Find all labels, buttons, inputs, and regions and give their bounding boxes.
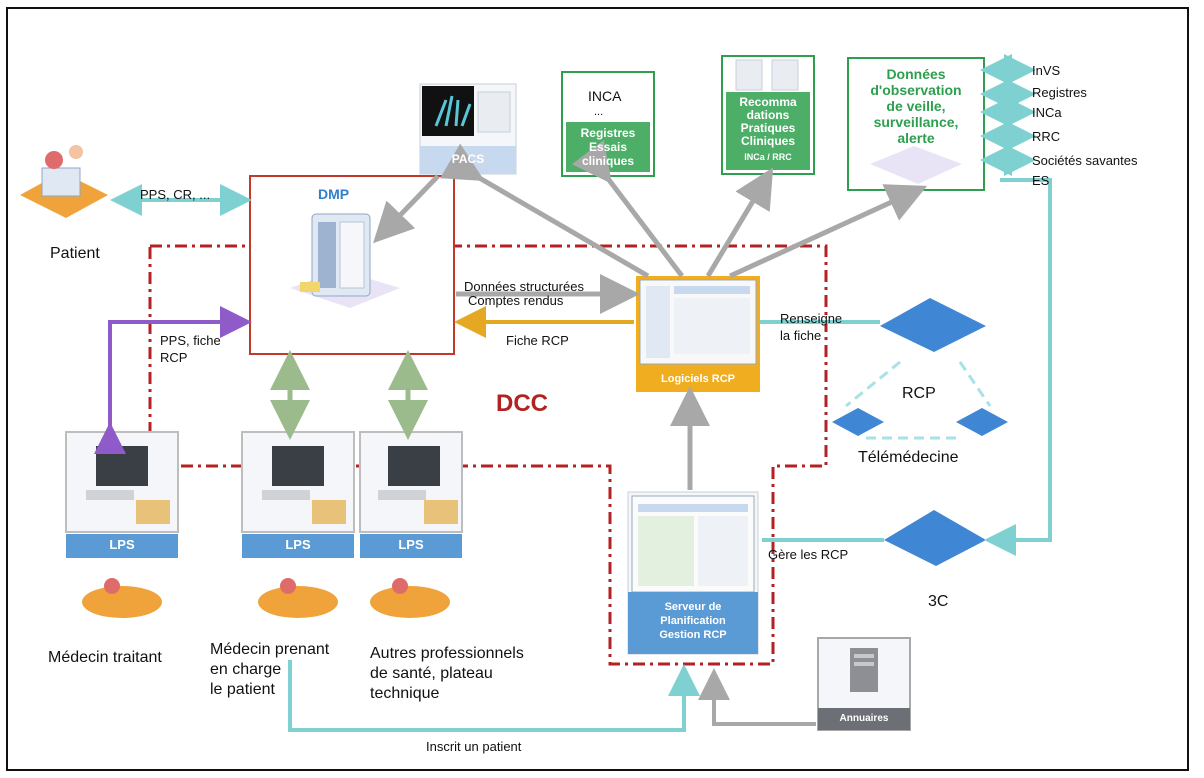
lps-card-3: [359, 431, 463, 618]
arrow-reco-rcp: [705, 167, 774, 278]
flow-fiche-rcp: Fiche RCP: [506, 333, 569, 348]
rcp-meeting-group: [832, 298, 1008, 440]
patient-flow-label: PPS, CR, ...: [140, 187, 211, 202]
rcp-label: RCP: [902, 385, 936, 402]
patient-label: Patient: [50, 245, 100, 262]
arrow-pacs-dmp: [373, 174, 440, 244]
arrow-annuaire: [698, 668, 816, 726]
three-c-icon: [884, 510, 986, 566]
lps-bar-1: LPS: [109, 537, 135, 552]
patient-icon: [20, 145, 108, 218]
arrow-inca-rcp: [571, 140, 684, 278]
flow-reports: Comptes rendus: [468, 293, 564, 308]
flow-pps-fiche: PPS, fiche RCP: [160, 333, 221, 365]
dmp-server-icon: [290, 213, 400, 308]
reco-doc-icon: [735, 59, 763, 91]
lps-caption-3: Autres professionnels de santé, plateau …: [370, 645, 524, 702]
serveur-card: [627, 491, 759, 655]
dmp-title: DMP: [318, 186, 350, 202]
flow-gere: Gère les RCP: [768, 547, 849, 562]
observation-screen: [870, 146, 962, 184]
org-invs: InVS: [1032, 63, 1061, 78]
arrow-inscrit: [288, 660, 700, 732]
lps-card-2: [241, 431, 355, 618]
logiciels-rcp-card: [636, 276, 760, 392]
org-es: ES: [1032, 173, 1050, 188]
three-c-label: 3C: [928, 593, 949, 610]
flow-structured: Données structurées: [464, 279, 584, 294]
pacs-label: PACS: [451, 152, 485, 166]
inca-top-label: INCA: [588, 88, 622, 104]
org-rrc: RRC: [1032, 129, 1061, 144]
arrow-es-3c: [984, 178, 1052, 556]
annuaire-label: Annuaires: [839, 713, 889, 724]
telemedicine-label: Télémédecine: [858, 449, 959, 466]
lps-caption-2: Médecin prenant en charge le patient: [210, 641, 330, 698]
reco-sub-label: INCa / RRC: [744, 152, 792, 162]
lps-bar-3: LPS: [398, 537, 424, 552]
dcc-label: DCC: [496, 390, 548, 417]
org-inca: INCa: [1032, 105, 1062, 120]
flow-inscrit: Inscrit un patient: [426, 739, 522, 754]
annuaire-card: [817, 637, 911, 731]
inca-dots: ...: [594, 106, 604, 118]
reco-doc-icon-2: [771, 59, 799, 91]
reco-label: Recomma dations Pratiques Cliniques: [739, 95, 797, 148]
observation-label: Données d'observation de veille, surveil…: [870, 66, 962, 146]
arrow-observation-rcp: [728, 184, 928, 279]
reco-fill: [726, 92, 810, 170]
flow-renseigne: Renseigne la fiche: [780, 311, 843, 343]
serveur-label: Serveur de Planification Gestion RCP: [659, 601, 727, 641]
lps-bar-2: LPS: [285, 537, 311, 552]
arrow-pacs-rcp: [440, 143, 650, 279]
org-societes: Sociétés savantes: [1032, 153, 1138, 168]
lps-caption-1: Médecin traitant: [48, 649, 162, 666]
arrow-lps-dmp: [94, 306, 252, 454]
inca-registres-label: Registres Essais cliniques: [580, 126, 636, 168]
logiciels-rcp-label: Logiciels RCP: [661, 373, 735, 385]
lps-card-1: [65, 431, 179, 618]
org-registres: Registres: [1032, 85, 1087, 100]
